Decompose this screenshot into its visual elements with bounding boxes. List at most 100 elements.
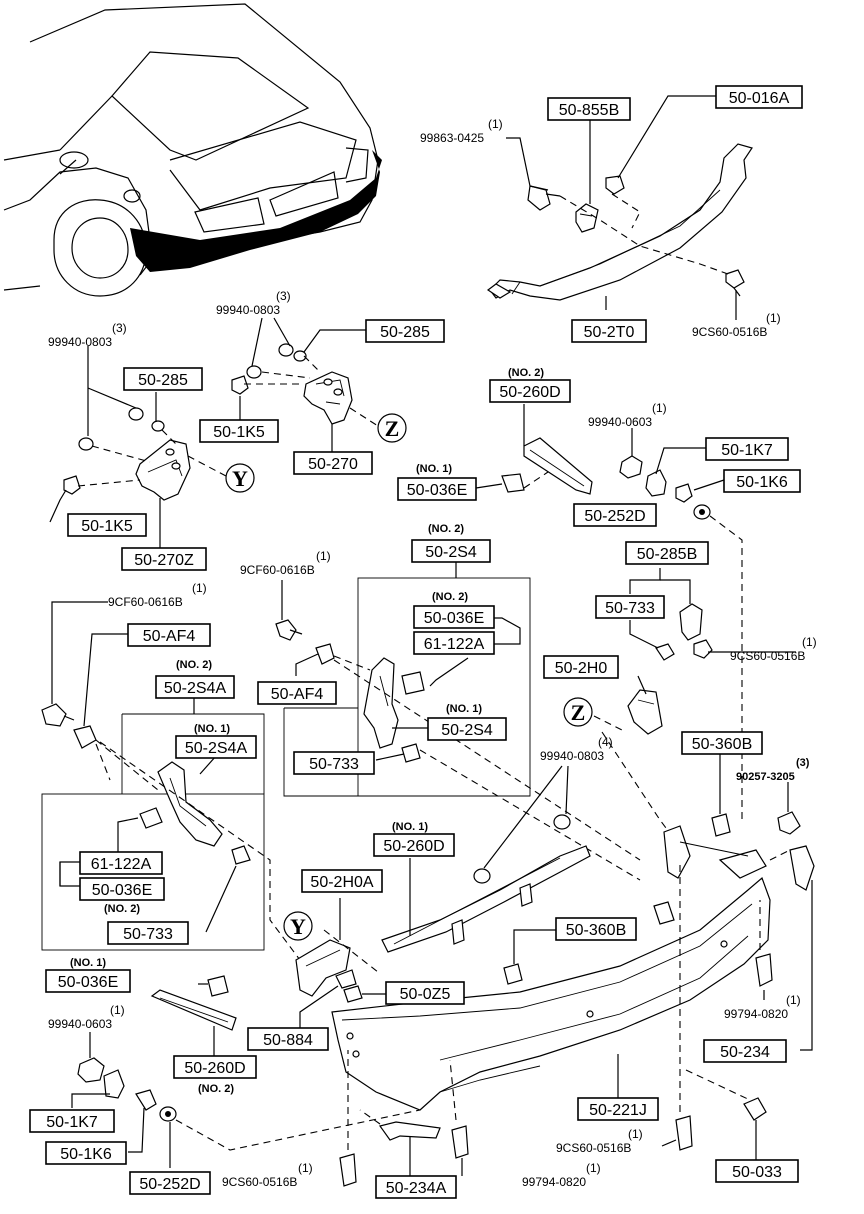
clip-50-855B — [575, 203, 599, 233]
ref-marker-y-top: Y — [225, 463, 255, 493]
nut-99940-0803-mid-b — [553, 814, 571, 830]
part-label-260d-bl: 50-260D — [173, 1055, 257, 1079]
part-number-text: 50-234A — [386, 1180, 447, 1197]
part-label-2t0: 50-2T0 — [571, 319, 647, 343]
clip-50-733-mid — [401, 743, 421, 763]
bumper-cover-50-221J — [331, 825, 771, 1111]
part-number-text: 50-855B — [559, 102, 620, 119]
callout-99940-0603-bl-q: (1) — [110, 1003, 125, 1017]
part-number-text: 50-2S4 — [441, 722, 493, 739]
part-number-text: 50-285 — [138, 372, 188, 389]
grommet-50-AF4-mid — [315, 643, 335, 665]
part-number-text: 50-2S4A — [164, 680, 227, 697]
part-number-text: 50-360B — [692, 736, 753, 753]
callout-99940-tl-q: (3) — [112, 321, 127, 335]
callout-no1-2s4a: (NO. 1) — [194, 723, 230, 735]
callout-9cf60-mid-q: (1) — [316, 549, 331, 563]
part-number-text: 50-1K7 — [721, 442, 773, 459]
part-number-text: 50-036E — [424, 610, 485, 627]
bracket-50-2H0 — [627, 689, 663, 735]
nut-50-016A — [605, 175, 625, 195]
callout-9cs60-bl-q: (1) — [298, 1161, 313, 1175]
clip-50-884 — [335, 969, 357, 989]
callout-no1-260d: (NO. 1) — [392, 821, 428, 833]
callout-99863: 99863-0425 — [420, 131, 484, 145]
callout-99794-r-q: (1) — [786, 993, 801, 1007]
callout-99940-0603-bl: 99940-0603 — [48, 1017, 112, 1031]
callout-99940-tm-q: (3) — [276, 289, 291, 303]
nut-50-0Z5 — [343, 985, 363, 1003]
part-label-2s4a-inner: 50-2S4A — [175, 735, 257, 759]
callout-99940-tl: 99940-0803 — [48, 335, 112, 349]
bolt-50-1K5-left — [63, 475, 81, 495]
bolt-50-1K5-top — [231, 375, 249, 395]
part-label-884: 50-884 — [247, 1027, 329, 1051]
part-number-text: 50-033 — [732, 1164, 782, 1181]
clip-50-360B-mid — [503, 963, 523, 985]
part-number-text: 50-2S4 — [425, 544, 477, 561]
part-number-text: 50-285B — [637, 546, 698, 563]
part-label-1k6-right: 50-1K6 — [723, 469, 801, 493]
clip-50-036E-top — [501, 473, 525, 493]
nut-99940-0803-left-b — [78, 437, 94, 451]
callout-99940-mid4-q: (4) — [598, 735, 613, 749]
callout-99940-0603-r-q: (1) — [652, 401, 667, 415]
part-number-text: 50-884 — [263, 1032, 313, 1049]
bolt-9CS60-0516B-bl — [339, 1153, 357, 1187]
callout-99794-r: 99794-0820 — [724, 1007, 788, 1021]
ref-marker-z-mid: Z — [563, 697, 593, 727]
callout-no2-inner: (NO. 2) — [432, 591, 468, 603]
part-number-text: 50-733 — [123, 926, 173, 943]
callout-9cs60-r-q: (1) — [802, 635, 817, 649]
part-label-016a: 50-016A — [715, 85, 803, 109]
part-number-text: 50-1K7 — [46, 1114, 98, 1131]
callout-no1-036e: (NO. 1) — [416, 463, 452, 475]
part-label-360b-right: 50-360B — [681, 731, 763, 755]
part-number-text: 50-0Z5 — [400, 986, 451, 1003]
callout-99940-tm: 99940-0803 — [216, 303, 280, 317]
svg-text:Z: Z — [571, 700, 586, 725]
part-number-text: 50-036E — [407, 482, 468, 499]
part-number-text: 50-2T0 — [584, 324, 635, 341]
part-label-122a-inner: 61-122A — [413, 631, 495, 655]
part-number-text: 50-270 — [308, 456, 358, 473]
bracket-50-234A — [378, 1121, 441, 1141]
washer-50-252D-bl — [159, 1106, 177, 1122]
nut-99940-0603-right — [619, 455, 643, 479]
part-label-2h0a: 50-2H0A — [301, 869, 383, 893]
callout-9cf60-left: 9CF60-0616B — [108, 595, 183, 609]
part-label-260d-mid: 50-260D — [373, 833, 455, 857]
part-number-text: 50-AF4 — [143, 628, 196, 645]
part-number-text: 50-1K5 — [213, 424, 265, 441]
part-label-270z: 50-270Z — [121, 547, 207, 571]
bracket-50-270Z — [135, 439, 191, 501]
part-label-360b-mid: 50-360B — [555, 917, 637, 941]
rear-spoiler-50-2T0 — [486, 143, 753, 301]
part-label-260d-top: 50-260D — [489, 379, 571, 403]
callout-9cs60-bm-q: (1) — [628, 1127, 643, 1141]
part-label-733-right: 50-733 — [595, 595, 665, 619]
part-number-text: 50-036E — [58, 974, 119, 991]
group-frame-50-2S4A — [41, 793, 265, 951]
callout-99940-0603-r: 99940-0603 — [588, 415, 652, 429]
part-label-1k6-bl: 50-1K6 — [45, 1141, 127, 1165]
callout-9cs60-bm: 9CS60-0516B — [556, 1141, 631, 1155]
bolt-50-1K6-bl — [135, 1089, 157, 1111]
bracket-50-285B — [679, 603, 713, 659]
clip-50-733-right — [655, 643, 675, 661]
bushing-50-1K7-bl — [103, 1069, 125, 1099]
part-number-text: 50-1K5 — [81, 518, 133, 535]
callout-90257: 90257-3205 — [736, 771, 795, 783]
part-label-122a-left: 61-122A — [79, 851, 163, 875]
nut-50-285-left — [151, 420, 165, 432]
bracket-50-2H0A — [295, 939, 351, 997]
nut-99940-0803-top-b — [246, 365, 262, 379]
bolt-99794-0820-bottom — [451, 1125, 469, 1159]
part-number-text: 50-016A — [729, 90, 790, 107]
nut-99940-0803-top-a — [278, 343, 294, 357]
part-number-text: 50-AF4 — [271, 686, 324, 703]
part-label-234a: 50-234A — [375, 1175, 457, 1199]
part-label-285-left: 50-285 — [123, 367, 203, 391]
part-label-af4-top: 50-AF4 — [127, 623, 211, 647]
